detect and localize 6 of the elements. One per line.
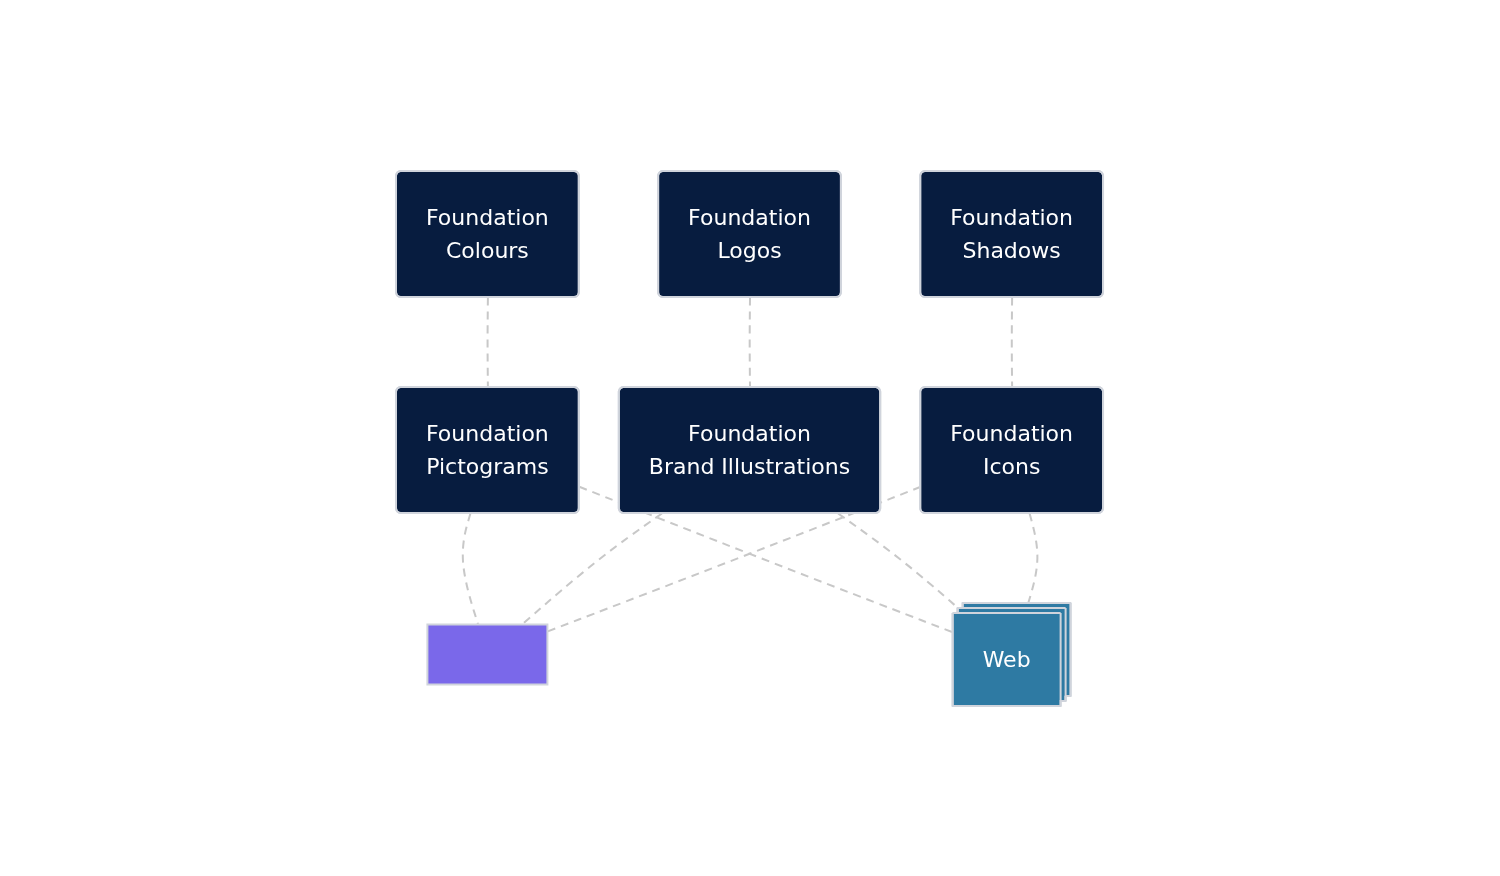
- connector: [487, 296, 490, 388]
- connector: [521, 512, 664, 625]
- node-box: [426, 623, 549, 685]
- connector: [749, 296, 752, 388]
- connector: [462, 512, 480, 625]
- connector: [1011, 296, 1014, 388]
